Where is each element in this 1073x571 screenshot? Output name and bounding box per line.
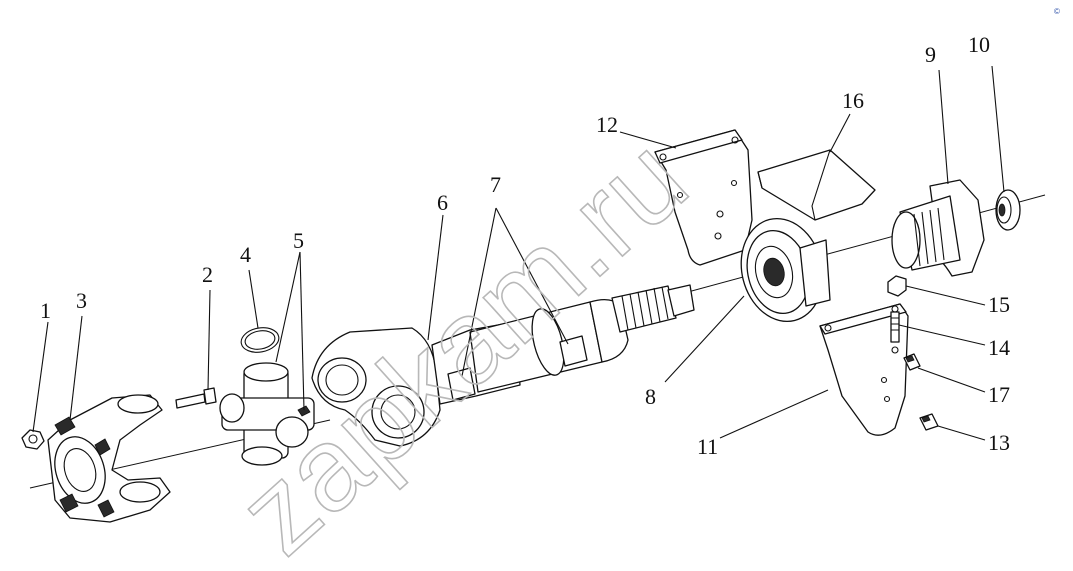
lower-bracket-part-11 bbox=[819, 303, 909, 436]
callout-4: 4 bbox=[240, 242, 251, 267]
callout-2: 2 bbox=[202, 262, 213, 287]
callout-11: 11 bbox=[697, 434, 718, 459]
callout-5: 5 bbox=[293, 228, 304, 253]
callout-1: 1 bbox=[40, 298, 51, 323]
bolt-part-17 bbox=[903, 353, 921, 371]
callout-6: 6 bbox=[437, 190, 448, 215]
leader-lines bbox=[32, 65, 1005, 441]
callout-14: 14 bbox=[988, 335, 1010, 360]
shaft-tube-part-7 bbox=[447, 298, 629, 401]
callout-13: 13 bbox=[988, 430, 1010, 455]
callout-labels: 1 2 3 4 5 6 7 8 9 10 11 12 13 14 15 16 1… bbox=[40, 32, 1010, 459]
center-bearing-part-8 bbox=[740, 217, 831, 323]
callout-9: 9 bbox=[925, 42, 936, 67]
upper-bracket-part-12 bbox=[654, 129, 753, 266]
callout-8: 8 bbox=[645, 384, 656, 409]
callout-3: 3 bbox=[76, 288, 87, 313]
callout-16: 16 bbox=[842, 88, 864, 113]
bolt-part-2 bbox=[175, 387, 217, 409]
cover-plate-part-16 bbox=[757, 149, 876, 221]
watermark-text: zapkam.ru bbox=[214, 113, 712, 571]
corner-mark: © bbox=[1054, 7, 1060, 16]
callout-10: 10 bbox=[968, 32, 990, 57]
companion-flange-part-9 bbox=[891, 179, 985, 277]
cross-spider-part-5 bbox=[219, 362, 315, 466]
flange-yoke-part-3 bbox=[47, 394, 171, 523]
snap-ring-part-4 bbox=[240, 327, 280, 353]
nut-part-15 bbox=[887, 275, 907, 297]
callout-12: 12 bbox=[596, 112, 618, 137]
callout-7: 7 bbox=[490, 172, 501, 197]
nut-part-1 bbox=[21, 429, 45, 450]
callout-15: 15 bbox=[988, 292, 1010, 317]
callout-17: 17 bbox=[988, 382, 1010, 407]
flange-nut-part-10 bbox=[995, 189, 1021, 231]
bolt-part-14 bbox=[890, 311, 900, 354]
splined-shaft bbox=[611, 284, 695, 333]
bolt-part-13 bbox=[919, 413, 939, 431]
